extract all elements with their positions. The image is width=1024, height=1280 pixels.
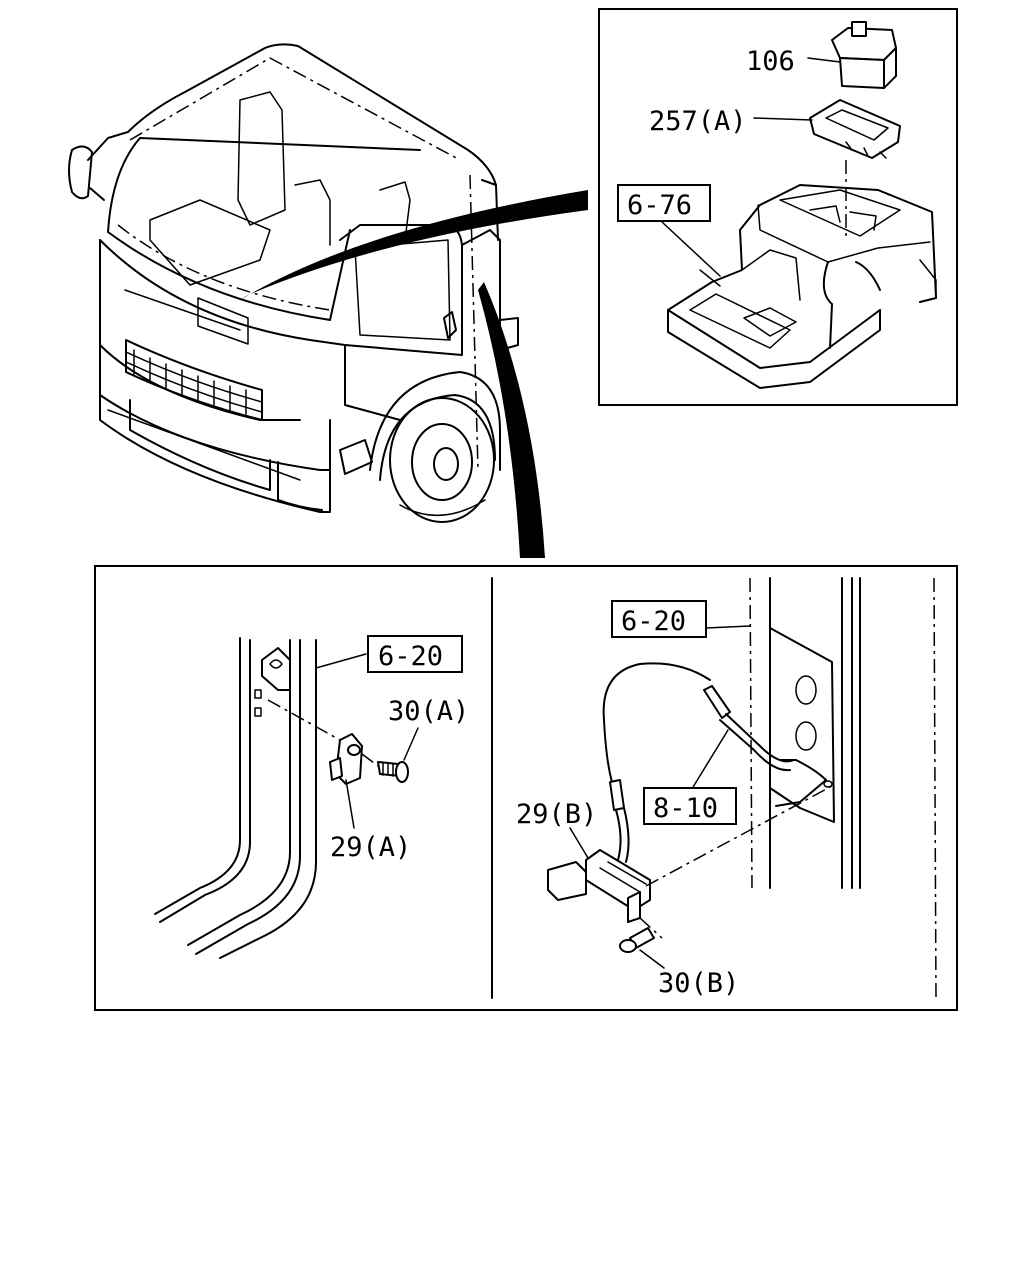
switch-106-icon: [831, 21, 897, 89]
console-6-76-icon: [667, 184, 937, 389]
ref-box-8-10: [643, 787, 737, 825]
door-frame-right: 6-20 29(B) 8-10 30(B): [516, 577, 937, 999]
ref-box-6-20-left: [367, 635, 463, 673]
callout-pointers: [240, 190, 588, 558]
screw-30b-icon: [619, 927, 655, 953]
ref-box-6-20-right: [611, 600, 707, 638]
striker-29a-icon: [329, 733, 363, 785]
handle-29b-icon: [547, 849, 651, 923]
door-frame-left: 6-20 30(A) 29(A): [154, 635, 469, 959]
label-6-20-right: 6-20: [621, 606, 686, 637]
bezel-257a-icon: [809, 99, 901, 159]
label-8-10: 8-10: [653, 793, 718, 824]
label-257a: 257(A): [649, 106, 747, 137]
truck-cab-illustration: [68, 43, 519, 523]
ref-box-6-76: [617, 184, 711, 222]
label-106: 106: [746, 46, 795, 77]
label-29a: 29(A): [330, 832, 411, 863]
bolt-30a-icon: [377, 761, 409, 783]
label-6-76: 6-76: [627, 190, 692, 221]
label-6-20-left: 6-20: [378, 641, 443, 672]
label-30a: 30(A): [388, 696, 469, 727]
label-30b: 30(B): [658, 968, 739, 999]
door-detail-panel: 6-20 30(A) 29(A): [94, 565, 958, 1011]
label-29b: 29(B): [516, 799, 597, 830]
console-detail-panel: 106 257(A) 6-76: [598, 8, 958, 406]
